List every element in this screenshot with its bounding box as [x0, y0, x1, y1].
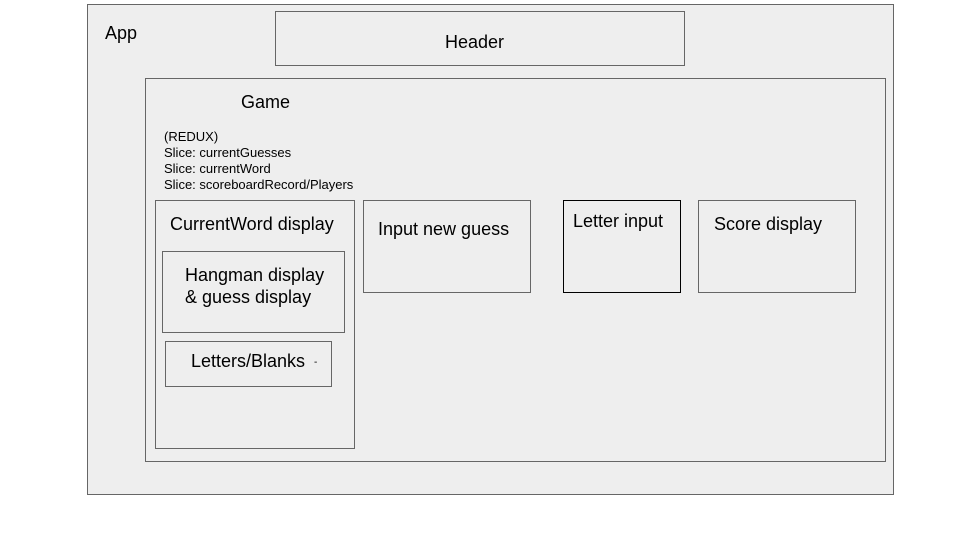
slice-current-word: Slice: currentWord — [164, 161, 271, 176]
game-label: Game — [241, 92, 291, 112]
score-display-label: Score display — [714, 214, 823, 234]
letter-input-box — [563, 200, 681, 293]
letters-blanks-label: Letters/Blanks — [191, 351, 306, 371]
letters-blanks-box — [165, 341, 332, 387]
redux-notes: (REDUX) Slice: currentGuesses Slice: cur… — [164, 129, 353, 193]
hangman-box — [162, 251, 345, 333]
input-new-guess-box — [363, 200, 531, 293]
letters-blanks-mark: - — [314, 357, 318, 368]
redux-note: (REDUX) — [164, 129, 219, 144]
header-label: Header — [445, 32, 505, 52]
header-box — [275, 11, 685, 66]
app-label: App — [105, 23, 138, 43]
hangman-label-line1: Hangman display — [185, 265, 325, 285]
input-new-guess-label: Input new guess — [378, 219, 510, 239]
slice-current-guesses: Slice: currentGuesses — [164, 145, 292, 160]
hangman-label-line2: & guess display — [185, 287, 312, 307]
score-display-box — [698, 200, 856, 293]
letter-input-label: Letter input — [573, 211, 664, 231]
slice-scoreboard-record: Slice: scoreboardRecord/Players — [164, 177, 354, 192]
current-word-label: CurrentWord display — [170, 214, 334, 234]
